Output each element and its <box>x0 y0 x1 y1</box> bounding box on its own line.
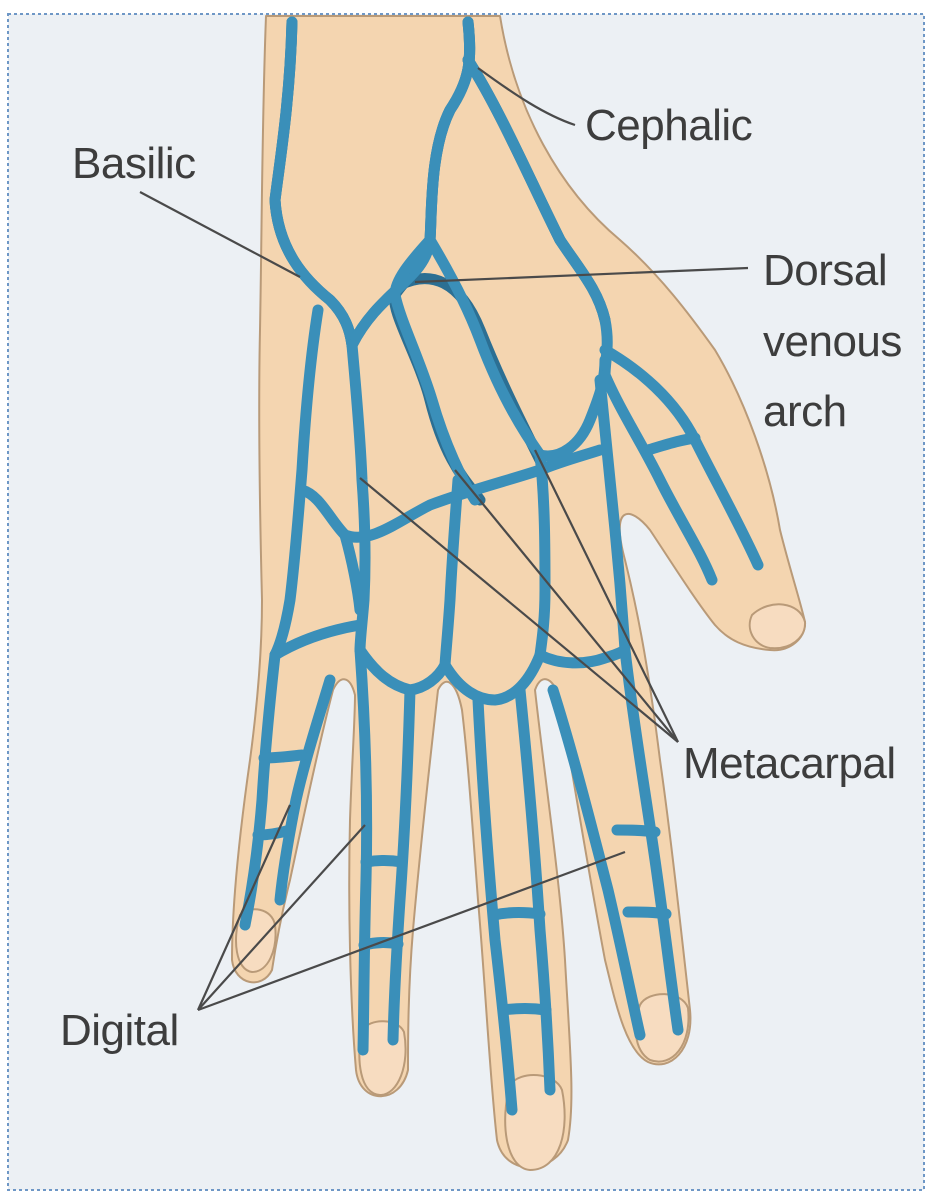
label-basilic: Basilic <box>72 139 196 188</box>
label-dorsal-venous-arch-line3: arch <box>763 387 847 436</box>
digital-link-little-2 <box>258 830 290 835</box>
label-metacarpal: Metacarpal <box>683 739 896 788</box>
thumb-nail <box>750 604 805 648</box>
label-cephalic: Cephalic <box>585 101 752 150</box>
label-dorsal-venous-arch-line2: venous <box>763 317 902 366</box>
label-digital: Digital <box>60 1006 179 1055</box>
digital-link-little-1 <box>264 755 302 758</box>
digital-link-index-2 <box>628 912 666 914</box>
digital-link-middle-1 <box>494 913 540 915</box>
digital-link-middle-2 <box>503 1009 546 1011</box>
label-dorsal-venous-arch-line1: Dorsal <box>763 246 887 295</box>
digital-link-index-1 <box>617 830 655 832</box>
digital-link-ring-1 <box>366 861 402 863</box>
metacarpal-vein-right <box>540 455 545 655</box>
